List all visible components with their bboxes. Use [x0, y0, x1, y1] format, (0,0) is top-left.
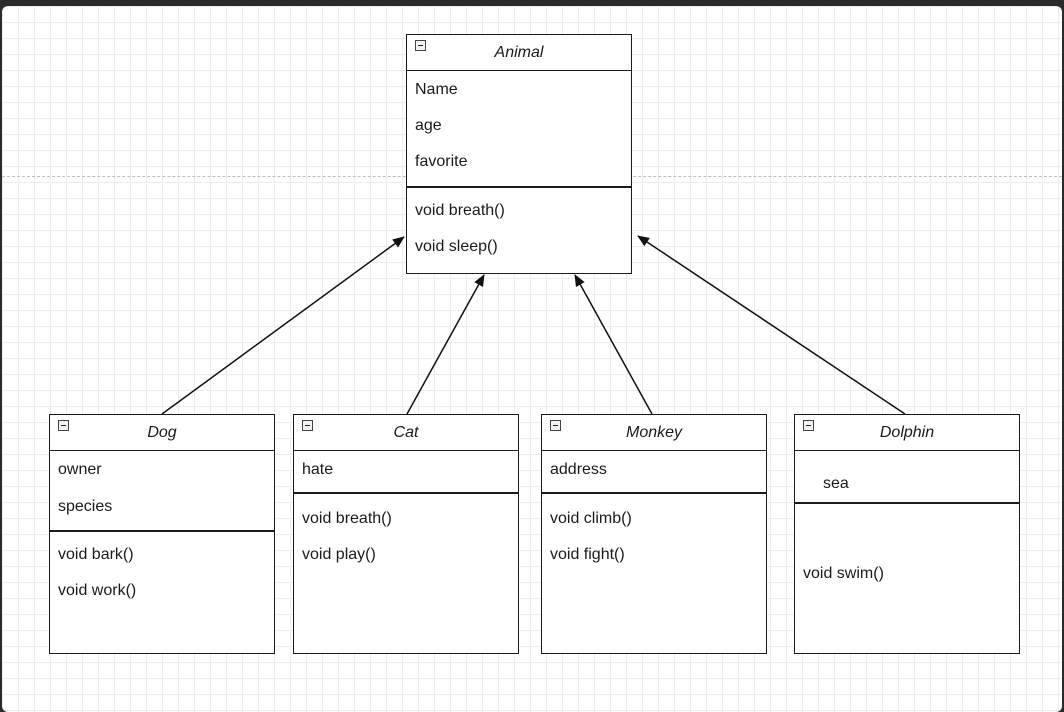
- class-header[interactable]: Cat: [294, 415, 518, 451]
- attribute-row[interactable]: sea: [823, 475, 849, 492]
- class-name: Monkey: [625, 424, 683, 441]
- attribute-row[interactable]: Name: [415, 81, 458, 98]
- attributes-section[interactable]: address: [542, 451, 766, 493]
- method-row[interactable]: void breath(): [302, 510, 392, 527]
- class-animal[interactable]: Animal Name age favorite void breath() v…: [406, 34, 632, 274]
- arrow-cat-to-animal[interactable]: [406, 274, 485, 415]
- method-row[interactable]: void breath(): [415, 202, 505, 219]
- methods-section[interactable]: void swim(): [795, 503, 1019, 654]
- methods-section[interactable]: void bark() void work(): [50, 531, 274, 654]
- class-header[interactable]: Dolphin: [795, 415, 1019, 451]
- method-row[interactable]: void play(): [302, 546, 376, 563]
- methods-section[interactable]: void climb() void fight(): [542, 493, 766, 654]
- method-row[interactable]: void fight(): [550, 546, 625, 563]
- attributes-section[interactable]: hate: [294, 451, 518, 493]
- class-dog[interactable]: Dog owner species void bark() void work(…: [49, 414, 275, 654]
- method-row[interactable]: void bark(): [58, 546, 134, 563]
- method-row[interactable]: void sleep(): [415, 238, 498, 255]
- method-row[interactable]: void climb(): [550, 510, 632, 527]
- collapse-icon[interactable]: [803, 420, 814, 431]
- arrow-dog-to-animal[interactable]: [161, 236, 405, 415]
- attribute-row[interactable]: hate: [302, 461, 334, 478]
- arrow-monkey-to-animal[interactable]: [574, 274, 653, 415]
- class-name: Animal: [494, 44, 544, 61]
- class-cat[interactable]: Cat hate void breath() void play(): [293, 414, 519, 654]
- method-row[interactable]: void swim(): [803, 565, 884, 582]
- collapse-icon[interactable]: [302, 420, 313, 431]
- arrow-dolphin-to-animal[interactable]: [637, 235, 906, 415]
- collapse-icon[interactable]: [550, 420, 561, 431]
- class-name: Dog: [147, 424, 177, 441]
- attribute-row[interactable]: favorite: [415, 153, 468, 170]
- methods-section[interactable]: void breath() void sleep(): [407, 187, 631, 274]
- method-row[interactable]: void work(): [58, 582, 137, 599]
- class-header[interactable]: Animal: [407, 35, 631, 71]
- class-dolphin[interactable]: Dolphin sea void swim(): [794, 414, 1020, 654]
- attribute-row[interactable]: address: [550, 461, 607, 478]
- collapse-icon[interactable]: [415, 40, 426, 51]
- attribute-row[interactable]: age: [415, 117, 442, 134]
- class-name: Cat: [393, 424, 419, 441]
- class-name: Dolphin: [879, 424, 935, 441]
- attribute-row[interactable]: owner: [58, 461, 102, 478]
- methods-section[interactable]: void breath() void play(): [294, 493, 518, 654]
- inheritance-arrows: [161, 235, 906, 415]
- attributes-section[interactable]: owner species: [50, 451, 274, 531]
- diagram-canvas[interactable]: Animal Name age favorite void breath() v…: [2, 6, 1062, 712]
- collapse-icon[interactable]: [58, 420, 69, 431]
- attributes-section[interactable]: Name age favorite: [407, 71, 631, 187]
- attribute-row[interactable]: species: [58, 498, 113, 515]
- class-header[interactable]: Monkey: [542, 415, 766, 451]
- attributes-section[interactable]: sea: [795, 451, 1019, 503]
- class-monkey[interactable]: Monkey address void climb() void fight(): [541, 414, 767, 654]
- class-header[interactable]: Dog: [50, 415, 274, 451]
